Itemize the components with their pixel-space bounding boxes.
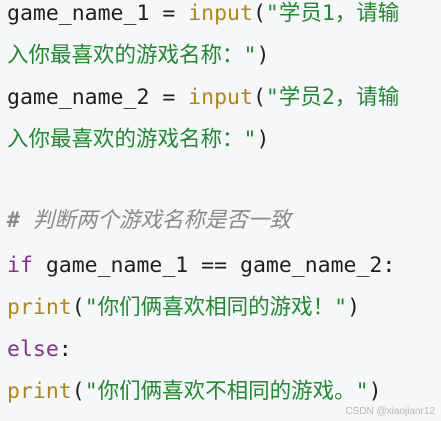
paren: ) [256, 127, 270, 152]
code-line-2: 入你最喜欢的游戏名称：") [7, 45, 269, 67]
builtin-input: input [188, 1, 253, 26]
string-literal: 入你最喜欢的游戏名称：" [7, 43, 257, 68]
code-text: game_name_1 = [7, 1, 189, 26]
paren: ( [71, 295, 85, 320]
csdn-watermark: CSDN @xiaojianr12 [345, 406, 435, 417]
paren: ) [347, 295, 361, 320]
string-literal: "你们俩喜欢相同的游戏！" [84, 295, 348, 320]
code-line-5-comment: # 判断两个游戏名称是否一致 [7, 210, 291, 232]
keyword-if: if [7, 253, 33, 278]
keyword-else: else [7, 337, 59, 362]
code-line-8: else: [7, 339, 72, 361]
string-literal: "学员2，请输 [265, 85, 400, 110]
comment-text: 判断两个游戏名称是否一致 [19, 208, 291, 233]
code-line-7: print("你们俩喜欢相同的游戏！") [7, 297, 360, 319]
paren: ( [71, 379, 85, 404]
builtin-input: input [188, 85, 253, 110]
string-literal: 入你最喜欢的游戏名称：" [7, 127, 257, 152]
comment-hash: # [7, 208, 20, 233]
code-text: game_name_2 = [7, 85, 189, 110]
paren: ( [252, 1, 266, 26]
code-line-6: if game_name_1 == game_name_2: [7, 255, 395, 277]
string-literal: "学员1，请输 [265, 1, 400, 26]
paren: ( [252, 85, 266, 110]
paren: ) [256, 43, 270, 68]
code-text: : [58, 337, 72, 362]
code-line-3: game_name_2 = input("学员2，请输 [7, 87, 399, 109]
paren: ) [368, 379, 382, 404]
code-line-4: 入你最喜欢的游戏名称：") [7, 129, 269, 151]
string-literal: "你们俩喜欢不相同的游戏。" [84, 379, 369, 404]
code-text: game_name_1 == game_name_2: [32, 253, 396, 278]
code-line-1: game_name_1 = input("学员1，请输 [7, 3, 399, 25]
builtin-print: print [7, 379, 72, 404]
code-line-9: print("你们俩喜欢不相同的游戏。") [7, 381, 382, 403]
builtin-print: print [7, 295, 72, 320]
